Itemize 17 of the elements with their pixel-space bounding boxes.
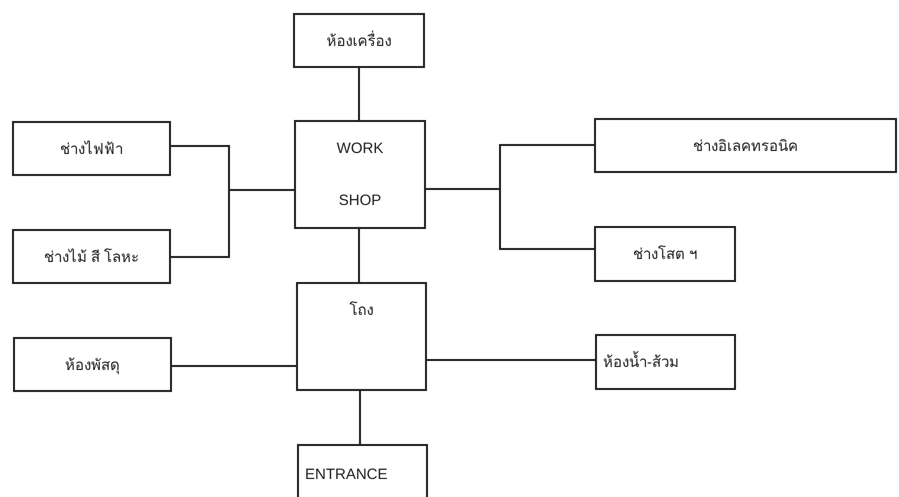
room-box: โถง bbox=[296, 282, 427, 391]
room-box: ช่างอิเลคทรอนิค bbox=[594, 118, 897, 173]
connector-line bbox=[358, 229, 360, 282]
room-box: ห้องพัสดุ bbox=[13, 337, 172, 392]
connector-line bbox=[171, 189, 294, 258]
connector-line bbox=[359, 391, 361, 444]
room-box: ENTRANCE bbox=[297, 444, 428, 497]
connector-line bbox=[172, 365, 296, 367]
room-box: ห้องน้ำ-ส้วม bbox=[595, 334, 736, 390]
connector-line bbox=[426, 188, 594, 250]
room-box: ห้องเครื่อง bbox=[293, 13, 425, 68]
connector-line bbox=[358, 68, 360, 120]
room-box: ช่างไฟฟ้า bbox=[12, 121, 171, 176]
room-box: WORK SHOP bbox=[294, 120, 426, 229]
room-box: ช่างโสต ฯ bbox=[594, 226, 736, 282]
room-box: ช่างไม้ สี โลหะ bbox=[12, 229, 171, 284]
connector-line bbox=[427, 359, 595, 361]
